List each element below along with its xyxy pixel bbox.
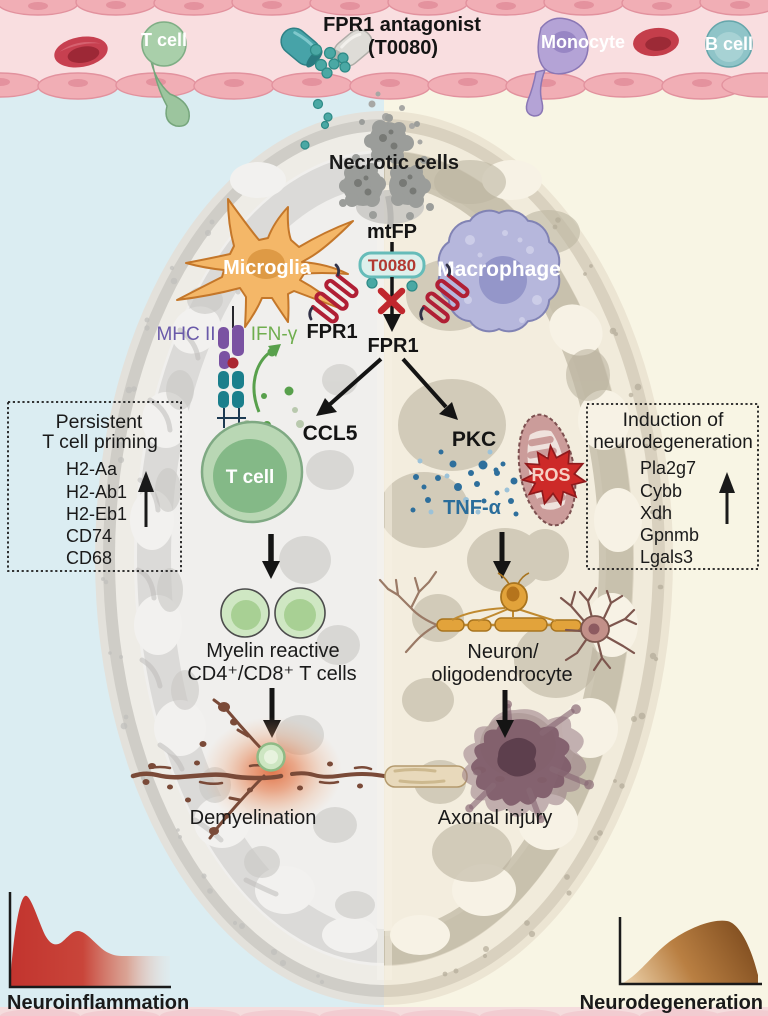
- svg-text:Macrophage: Macrophage: [437, 258, 561, 281]
- svg-text:CD68: CD68: [66, 548, 112, 568]
- svg-text:H2-Ab1: H2-Ab1: [66, 482, 127, 502]
- svg-text:Axonal injury: Axonal injury: [438, 807, 553, 829]
- svg-text:T cell: T cell: [141, 30, 187, 50]
- svg-text:MHC II: MHC II: [156, 324, 215, 345]
- svg-text:CD74: CD74: [66, 526, 112, 546]
- svg-text:Lgals3: Lgals3: [640, 547, 693, 567]
- svg-text:T cell priming: T cell priming: [42, 431, 158, 453]
- svg-text:CCL5: CCL5: [303, 422, 358, 445]
- svg-text:FPR1 antagonist: FPR1 antagonist: [323, 14, 481, 36]
- svg-text:oligodendrocyte: oligodendrocyte: [431, 664, 572, 686]
- svg-text:Monocyte: Monocyte: [541, 32, 625, 52]
- svg-text:Myelin reactive: Myelin reactive: [206, 640, 339, 662]
- svg-text:Xdh: Xdh: [640, 503, 672, 523]
- svg-text:TNF-α: TNF-α: [443, 497, 502, 519]
- svg-text:FPR1: FPR1: [367, 335, 418, 357]
- svg-text:Persistent: Persistent: [56, 411, 143, 433]
- svg-text:ROS: ROS: [531, 465, 570, 485]
- svg-text:H2-Eb1: H2-Eb1: [66, 504, 127, 524]
- svg-text:Gpnmb: Gpnmb: [640, 525, 699, 545]
- svg-text:Microglia: Microglia: [223, 257, 312, 279]
- svg-text:Necrotic cells: Necrotic cells: [329, 152, 459, 174]
- svg-text:H2-Aa: H2-Aa: [66, 459, 118, 479]
- svg-text:neurodegeneration: neurodegeneration: [593, 432, 753, 453]
- svg-text:T0080: T0080: [368, 256, 416, 275]
- svg-text:CD4⁺/CD8⁺ T cells: CD4⁺/CD8⁺ T cells: [187, 663, 356, 685]
- svg-text:Induction of: Induction of: [623, 409, 724, 431]
- svg-text:Demyelination: Demyelination: [190, 807, 317, 829]
- svg-text:mtFP: mtFP: [367, 221, 417, 243]
- svg-text:Pla2g7: Pla2g7: [640, 458, 696, 478]
- svg-text:PKC: PKC: [452, 428, 496, 451]
- svg-text:Neurodegeneration: Neurodegeneration: [580, 992, 763, 1014]
- svg-text:B cell: B cell: [705, 34, 753, 54]
- svg-text:Neuron/: Neuron/: [467, 641, 539, 663]
- svg-text:FPR1: FPR1: [306, 321, 357, 343]
- svg-text:T cell: T cell: [226, 467, 275, 488]
- svg-text:IFN-γ: IFN-γ: [251, 324, 298, 345]
- svg-text:Cybb: Cybb: [640, 481, 682, 501]
- svg-text:Neuroinflammation: Neuroinflammation: [7, 992, 189, 1014]
- svg-text:(T0080): (T0080): [368, 37, 438, 59]
